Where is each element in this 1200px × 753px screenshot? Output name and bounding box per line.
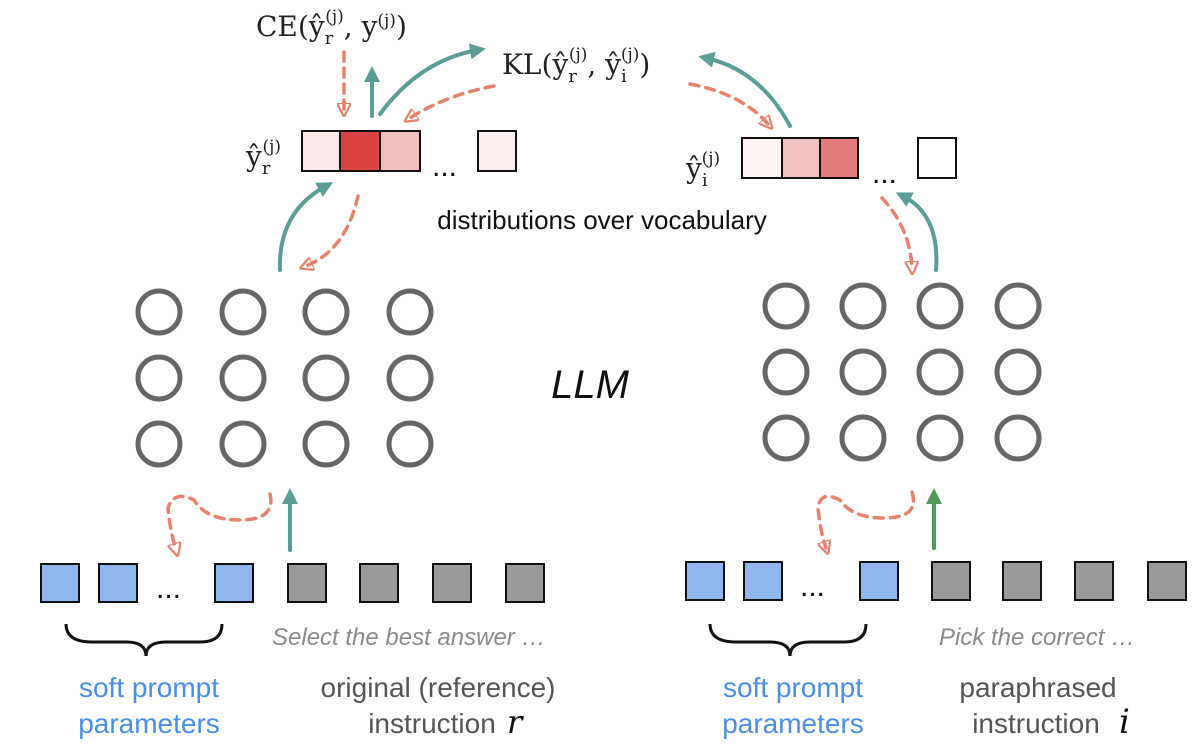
left-instruction-label: original (reference) xyxy=(321,672,556,703)
instruction-token xyxy=(1147,561,1187,601)
right-llm-to-dist-arrow xyxy=(895,192,939,272)
neuron xyxy=(839,414,887,462)
soft-prompt-token xyxy=(40,563,80,603)
right-distribution xyxy=(741,137,957,179)
instruction-token xyxy=(432,563,472,603)
left-llm-to-dist-arrow xyxy=(277,182,334,272)
instruction-token xyxy=(1002,561,1042,601)
right-dist-cell xyxy=(741,137,783,179)
right-dist-cell xyxy=(781,137,821,179)
soft-prompt-token xyxy=(743,561,783,601)
right-neuron-grid xyxy=(762,282,1042,462)
left-neuron-grid xyxy=(135,288,434,468)
instruction-token xyxy=(505,563,545,603)
kl-to-left-gradient-arrow xyxy=(410,84,496,118)
kl-loss-formula: KL(ŷr(j), ŷi(j)) xyxy=(502,45,650,87)
instruction-token xyxy=(287,563,327,603)
left-distribution-label: ŷr(j) xyxy=(245,137,281,179)
neuron xyxy=(219,354,267,402)
svg-text:ŷi(j): ŷi(j) xyxy=(685,149,720,191)
left-token-row xyxy=(40,563,545,603)
right-llm-to-soft-gradient-arrow xyxy=(816,490,916,548)
neuron xyxy=(135,354,183,402)
ce-loss-formula: CE(ŷr(j), y(j)) xyxy=(256,7,407,49)
neuron xyxy=(839,282,887,330)
neuron xyxy=(386,354,434,402)
left-distribution xyxy=(301,130,517,172)
right-dist-ellipsis: ... xyxy=(872,157,897,190)
right-soft-prompt-label: soft prompt xyxy=(723,672,863,703)
neuron xyxy=(916,414,964,462)
neuron xyxy=(762,414,810,462)
left-soft-prompt-label-2: parameters xyxy=(78,708,220,739)
left-dist-to-llm-gradient-arrow xyxy=(306,194,360,266)
neuron xyxy=(386,288,434,336)
neuron xyxy=(302,288,350,336)
left-to-kl-arrow xyxy=(378,43,486,116)
right-token-ellipsis: ... xyxy=(800,570,825,603)
soft-prompt-token xyxy=(214,563,254,603)
left-dist-ellipsis: ... xyxy=(432,150,457,183)
left-soft-prompt-brace xyxy=(64,623,224,657)
soft-prompt-token xyxy=(685,561,725,601)
kl-to-right-gradient-arrow xyxy=(688,82,768,124)
neuron xyxy=(762,282,810,330)
forward-arrows xyxy=(277,43,939,552)
neuron xyxy=(762,348,810,396)
neuron xyxy=(916,348,964,396)
gradient-arrows xyxy=(166,50,916,550)
left-dist-cell xyxy=(477,130,517,172)
soft-prompt-token xyxy=(98,563,138,603)
neuron xyxy=(219,288,267,336)
neuron xyxy=(994,348,1042,396)
soft-prompt-token xyxy=(859,561,899,601)
right-distribution-label: ŷi(j) xyxy=(685,149,720,191)
left-token-ellipsis: ... xyxy=(156,572,181,605)
right-instruction-text: Pick the correct … xyxy=(939,624,1135,651)
right-to-kl-arrow xyxy=(698,51,792,128)
left-dist-cell xyxy=(301,130,341,172)
left-instruction-variable: r xyxy=(507,703,524,741)
svg-text:ŷr(j): ŷr(j) xyxy=(245,137,281,179)
right-dist-to-llm-gradient-arrow xyxy=(880,196,912,268)
neuron xyxy=(839,348,887,396)
neuron xyxy=(135,288,183,336)
neuron xyxy=(916,282,964,330)
neuron xyxy=(302,354,350,402)
neuron xyxy=(135,420,183,468)
right-instruction-label-2: instruction xyxy=(972,708,1100,739)
neuron xyxy=(219,420,267,468)
left-dist-cell xyxy=(379,130,421,172)
left-instruction-label-2: instruction xyxy=(368,708,496,739)
right-soft-prompt-brace xyxy=(708,623,868,657)
svg-text:CE(ŷr(j), y(j)): CE(ŷr(j), y(j)) xyxy=(256,7,407,49)
right-instruction-variable: i xyxy=(1119,702,1130,742)
neuron xyxy=(302,420,350,468)
instruction-token xyxy=(1074,561,1114,601)
instruction-token xyxy=(359,563,399,603)
neuron xyxy=(994,282,1042,330)
left-soft-prompt-label: soft prompt xyxy=(79,672,219,703)
left-dist-cell xyxy=(339,130,381,172)
left-instruction-text: Select the best answer … xyxy=(272,624,545,651)
instruction-token xyxy=(931,561,971,601)
svg-text:KL(ŷr(j), ŷi(j)): KL(ŷr(j), ŷi(j)) xyxy=(502,45,650,87)
left-llm-to-soft-gradient-arrow xyxy=(166,492,273,550)
right-dist-cell xyxy=(819,137,859,179)
neuron xyxy=(994,414,1042,462)
right-dist-cell xyxy=(917,137,957,179)
neuron xyxy=(386,420,434,468)
right-token-row xyxy=(685,561,1187,601)
right-soft-prompt-label-2: parameters xyxy=(722,708,864,739)
llm-label: LLM xyxy=(551,363,629,407)
distributions-caption: distributions over vocabulary xyxy=(437,205,767,235)
right-instruction-label: paraphrased xyxy=(959,672,1116,703)
